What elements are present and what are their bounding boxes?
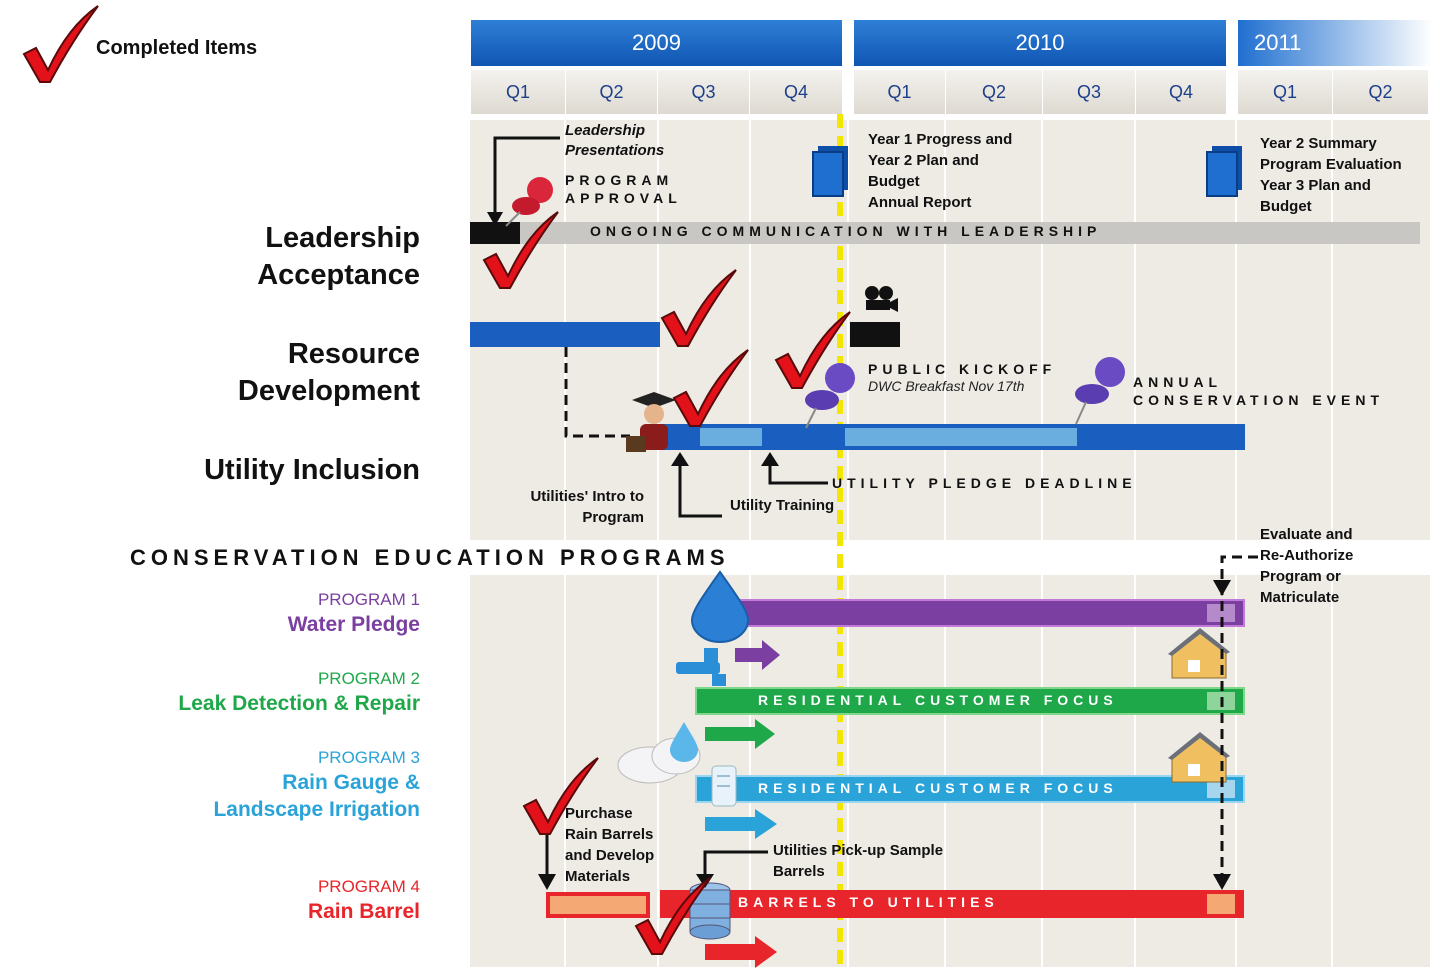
section-utility: Utility Inclusion [204, 454, 420, 486]
note-leadership-presentations: Leadership Presentations [565, 122, 665, 159]
program1-arrow [735, 640, 780, 670]
note-program-approval: PROGRAM APPROVAL [565, 172, 682, 206]
program3-bar [695, 775, 1245, 803]
note-purchase: Purchase Rain Barrels and Develop Materi… [565, 805, 655, 885]
program4-end [1207, 894, 1235, 914]
program1-number: PROGRAM 1 [317, 590, 420, 609]
quarter-header: Q3 [1043, 70, 1136, 114]
program3-arrow [705, 809, 777, 839]
check-marks [22, 5, 851, 955]
quarter-header: Q4 [750, 70, 843, 114]
kickoff-check-icon [774, 311, 851, 389]
note-pledge-deadline: UTILITY PLEDGE DEADLINE [832, 475, 1137, 491]
year-header-2010: 2010 [854, 20, 1226, 66]
ongoing-bar [470, 222, 1420, 244]
program4-arrow [705, 936, 777, 968]
note-ongoing: ONGOING COMMUNICATION WITH LEADERSHIP [590, 223, 1102, 239]
purple-pin-icon [805, 363, 855, 429]
quarter-header: Q2 [566, 70, 658, 114]
quarter-header: Q1 [1238, 70, 1333, 114]
year-header-2009: 2009 [471, 20, 842, 66]
utility-training-segment [700, 428, 762, 446]
program3-number: PROGRAM 3 [317, 748, 420, 767]
quarter-header: Q4 [1136, 70, 1227, 114]
report-doc-icon [812, 146, 848, 197]
note-utility-training: Utility Training [730, 497, 835, 514]
evaluate-arrow [1213, 874, 1231, 890]
presentations-arrow [493, 136, 560, 222]
program2-bar [695, 687, 1245, 715]
note-evaluate: Evaluate and Re-Authorize Program or Mat… [1260, 526, 1354, 606]
section-band [0, 540, 1440, 575]
note-pickup: Utilities Pick-up Sample Barrels [773, 842, 944, 880]
red-pin-icon [505, 177, 553, 227]
year-header-2011: 2011 [1238, 20, 1432, 66]
program2-name: Leak Detection & Repair [178, 692, 420, 715]
purchase-arrow [538, 874, 556, 890]
program2-number: PROGRAM 2 [317, 669, 420, 688]
note-annual-event: ANNUAL CONSERVATION EVENT [1133, 374, 1385, 408]
cloud-icon [617, 722, 701, 784]
quarter-header: Q1 [471, 70, 566, 114]
note-public-kickoff: PUBLIC KICKOFF [868, 361, 1057, 377]
program4-name: Rain Barrel [307, 900, 420, 923]
resource-bar [470, 322, 660, 347]
legend-label: Completed Items [96, 37, 258, 59]
quarter-header: Q1 [854, 70, 946, 114]
program3-end [1207, 780, 1235, 798]
program3-bar-label: RESIDENTIAL CUSTOMER FOCUS [758, 780, 1118, 796]
note-year1-report: Year 1 Progress and Year 2 Plan and Budg… [868, 131, 1013, 211]
summary-doc-icon [1206, 146, 1242, 197]
program4-bar-label: BARRELS TO UTILITIES [738, 894, 999, 910]
quarter-header: Q3 [658, 70, 750, 114]
legend-check-icon [22, 5, 99, 83]
graduate-icon [626, 392, 676, 452]
program1-bar [711, 599, 1245, 627]
purple-pin-icon-2 [1075, 357, 1125, 425]
section-resource: Resource Development [237, 338, 420, 407]
evaluate-line [1220, 555, 1258, 886]
program2-bar-label: RESIDENTIAL CUSTOMER FOCUS [758, 692, 1118, 708]
utility-check-icon [672, 349, 749, 427]
leadership-check-icon [482, 211, 559, 289]
program4-bar [660, 890, 1244, 918]
kickoff-block [850, 322, 900, 347]
note-utility-intro: Utilities' Intro to Program [530, 488, 644, 526]
quarter-header: Q2 [1333, 70, 1429, 114]
program1-name: Water Pledge [287, 613, 420, 636]
program2-arrow [705, 719, 775, 749]
house-icon [1168, 628, 1230, 679]
purchase-check-icon [522, 757, 599, 835]
rain-barrel-icon [689, 882, 731, 940]
training-arrow [768, 458, 828, 485]
rain-gauge-icon [711, 765, 737, 807]
note-year2-summary: Year 2 Summary Program Evaluation Year 3… [1260, 135, 1402, 215]
note-kickoff-sub: DWC Breakfast Nov 17th [868, 378, 1025, 394]
barrel-check-icon [634, 877, 711, 955]
intro-arrow [678, 458, 722, 518]
program4-purchase-fill [550, 896, 646, 914]
program1-end [1207, 604, 1235, 622]
movie-camera-icon [865, 286, 898, 312]
quarter-header: Q2 [946, 70, 1043, 114]
house-icon-2 [1168, 732, 1230, 783]
pledge-segment [845, 428, 1077, 446]
resource-connector [564, 347, 630, 438]
approval-block [470, 222, 520, 244]
program4-number: PROGRAM 4 [317, 877, 420, 896]
resource-check-icon [660, 269, 737, 347]
section-leadership: Leadership Acceptance [257, 222, 420, 291]
section-conservation: CONSERVATION EDUCATION PROGRAMS [130, 545, 730, 570]
pickup-arrow [703, 850, 768, 878]
water-drop-icon [690, 570, 750, 643]
program3-name: Rain Gauge & Landscape Irrigation [213, 771, 420, 821]
